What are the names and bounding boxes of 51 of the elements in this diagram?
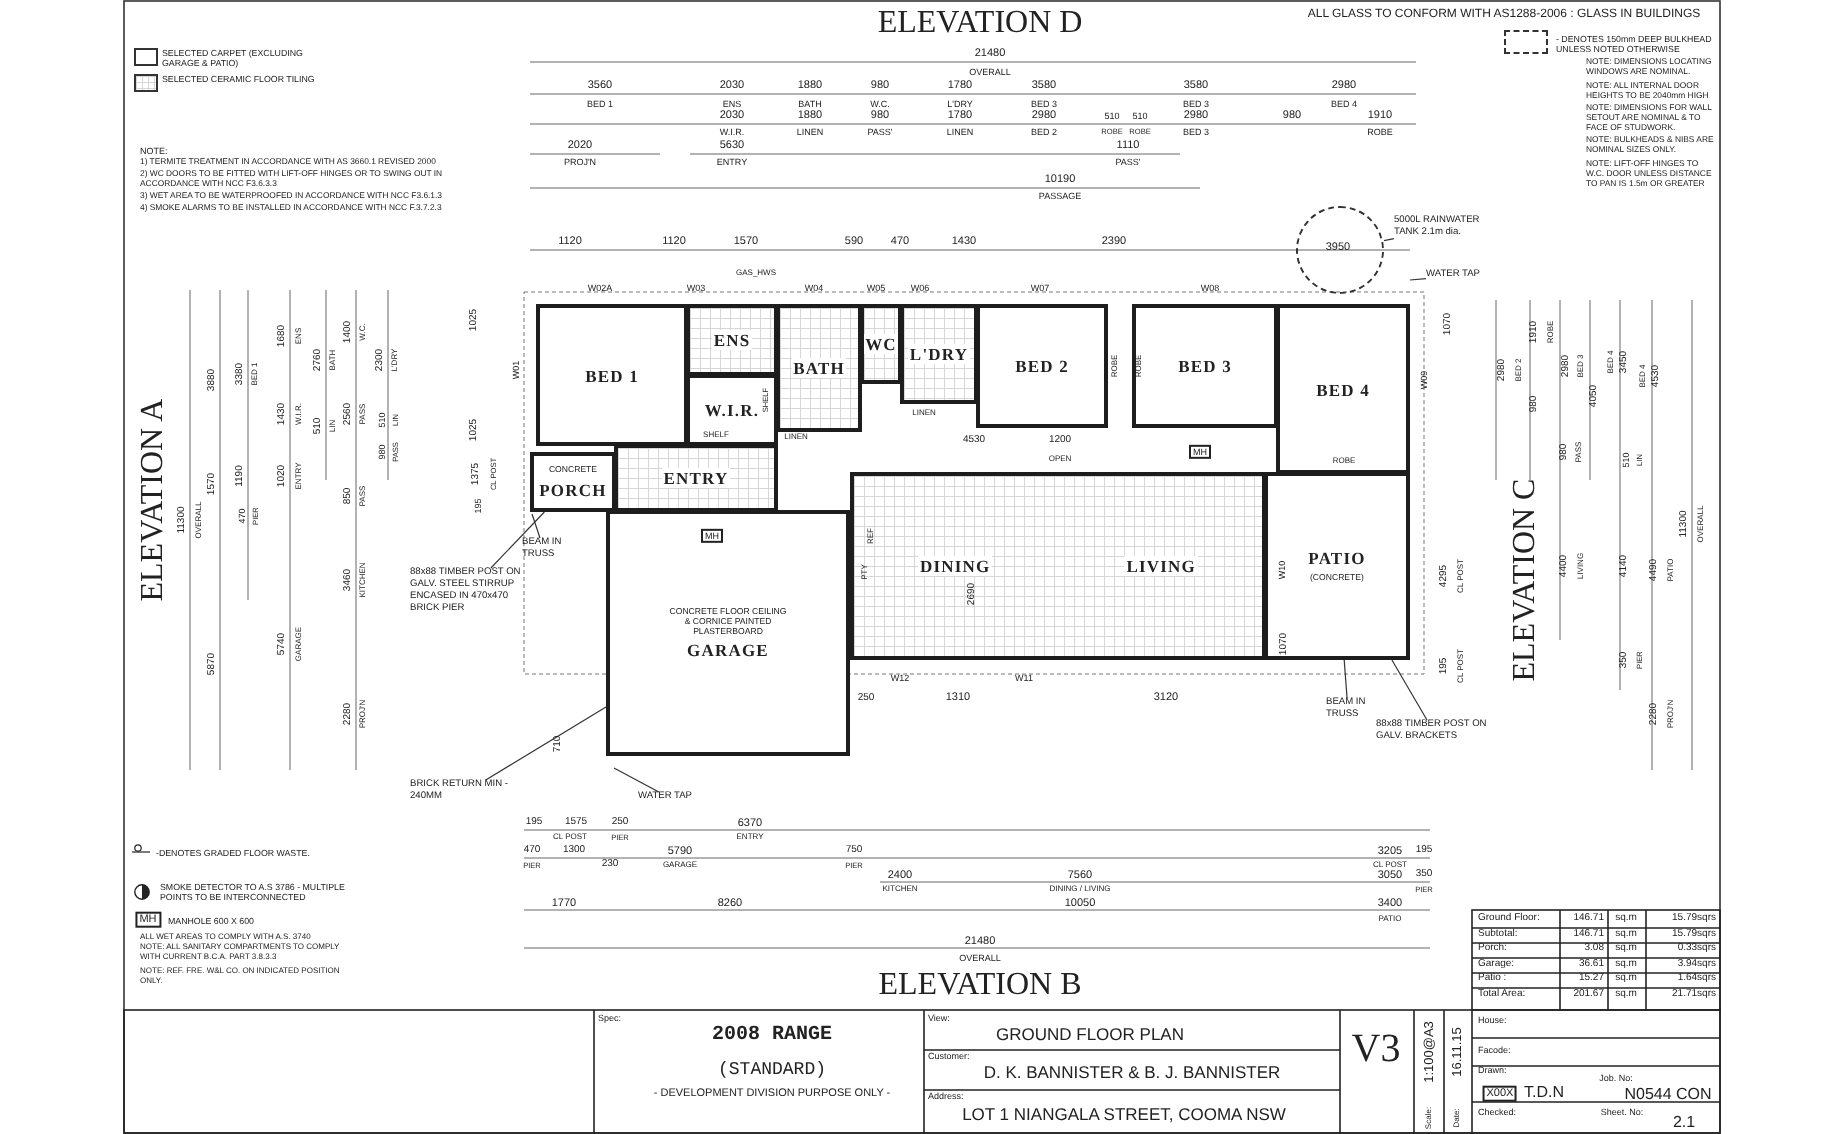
title-block-text: 2008 RANGE <box>712 1024 832 1048</box>
room <box>614 444 778 512</box>
elevation-title: ELEVATION A <box>135 398 172 602</box>
room-name: DINING <box>917 556 993 576</box>
title-block-text: D. K. BANNISTER & B. J. BANNISTER <box>983 1064 1281 1084</box>
room <box>536 304 688 446</box>
room-name: WC <box>863 334 899 354</box>
water-tank-circle <box>1296 206 1384 294</box>
leader-line <box>485 706 607 781</box>
leader-line <box>1343 659 1348 699</box>
title-block-text: GROUND FLOOR PLAN <box>996 1026 1184 1046</box>
room <box>686 374 778 446</box>
elevation-title: ELEVATION C <box>1507 478 1544 682</box>
room <box>1132 304 1278 428</box>
room <box>900 304 978 404</box>
leader-line <box>490 511 545 569</box>
leader-line <box>613 767 660 793</box>
leader-line <box>531 513 541 539</box>
room <box>1264 472 1410 660</box>
title-block-text: V3 <box>1351 1027 1401 1073</box>
room-name: LIVING <box>1124 556 1198 576</box>
room-name: BED 3 <box>1176 356 1234 376</box>
room <box>776 304 862 432</box>
title-block-text: 2.1 <box>1672 1112 1696 1132</box>
room <box>860 304 902 384</box>
room-name: L'DRY <box>907 344 971 364</box>
room-name: ENS <box>711 330 753 350</box>
room-name: BED 4 <box>1314 379 1372 399</box>
leader-line <box>1383 238 1395 242</box>
room-name: ENTRY <box>661 468 731 488</box>
room-name: BATH <box>791 358 847 378</box>
leader-line <box>1391 659 1428 721</box>
title-block-text: N0544 CON <box>1624 1084 1712 1104</box>
room-name: PATIO <box>1306 548 1368 569</box>
title-block-text: LOT 1 NIANGALA STREET, COOMA NSW <box>962 1106 1286 1126</box>
elevation-title: ELEVATION D <box>877 5 1083 43</box>
room <box>686 304 778 376</box>
room-name: BED 2 <box>1013 356 1071 376</box>
room-name: W.I.R. <box>702 400 762 420</box>
room-name: GARAGE <box>685 640 771 661</box>
elevation-title: ELEVATION B <box>878 967 1082 1005</box>
title-block-text: (STANDARD) <box>718 1059 826 1081</box>
room <box>530 452 616 512</box>
leader-line <box>1409 278 1427 281</box>
room-name: PORCH <box>537 479 609 500</box>
room <box>976 304 1108 428</box>
room-name: BED 1 <box>583 365 641 385</box>
title-block-text: T.D.N <box>1524 1082 1564 1102</box>
room <box>1276 304 1410 474</box>
room <box>850 472 1266 660</box>
room <box>606 510 850 756</box>
